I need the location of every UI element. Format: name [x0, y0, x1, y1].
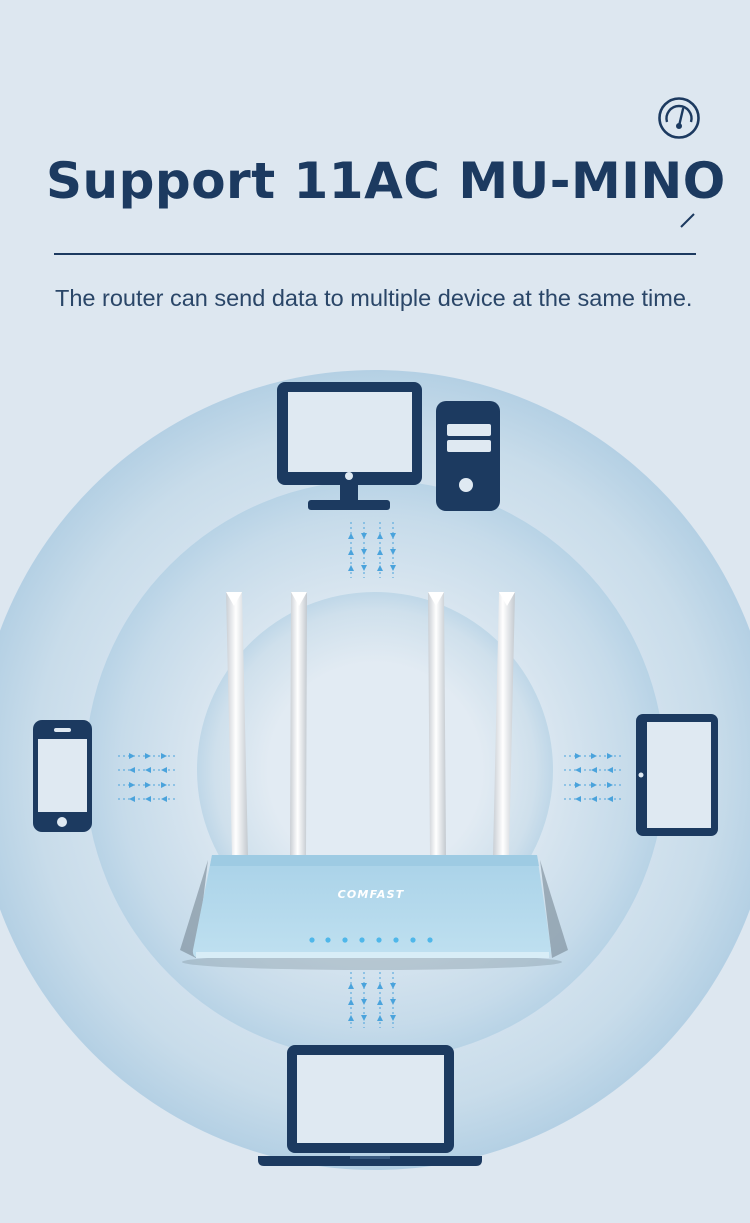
router-antennas — [226, 592, 515, 856]
arrow-mark — [348, 549, 354, 555]
desktop-monitor-icon — [277, 382, 422, 510]
router-brand-logo: COMFAST — [338, 888, 405, 901]
gauge-icon — [658, 97, 700, 139]
arrow-mark — [390, 983, 396, 989]
page-title: Support 11AC MU-MINO — [46, 152, 726, 210]
arrow-mark — [161, 782, 167, 788]
arrow-mark — [161, 753, 167, 759]
arrow-mark — [377, 533, 383, 539]
data-arrows-bottom — [348, 972, 396, 1028]
arrow-mark — [361, 983, 367, 989]
arrow-mark — [348, 983, 354, 989]
arrow-mark — [591, 796, 597, 802]
arrow-mark — [145, 753, 151, 759]
arrow-mark — [390, 1015, 396, 1021]
arrow-mark — [145, 782, 151, 788]
arrow-mark — [591, 767, 597, 773]
data-arrows-right — [564, 753, 622, 802]
arrow-mark — [348, 999, 354, 1005]
data-arrows-top — [348, 522, 396, 578]
accent-slash — [680, 213, 695, 228]
arrow-mark — [361, 1015, 367, 1021]
arrow-mark — [377, 549, 383, 555]
arrow-mark — [361, 999, 367, 1005]
smartphone-icon — [33, 720, 92, 832]
arrow-mark — [607, 796, 613, 802]
arrow-mark — [390, 565, 396, 571]
arrow-mark — [129, 767, 135, 773]
arrow-mark — [129, 753, 135, 759]
arrow-mark — [591, 782, 597, 788]
arrow-mark — [377, 565, 383, 571]
arrow-mark — [377, 1015, 383, 1021]
arrow-mark — [348, 1015, 354, 1021]
arrow-mark — [129, 796, 135, 802]
arrow-mark — [607, 767, 613, 773]
arrow-mark — [607, 753, 613, 759]
arrow-mark — [607, 782, 613, 788]
router: COMFAST — [180, 592, 568, 970]
arrow-mark — [348, 565, 354, 571]
arrow-mark — [361, 565, 367, 571]
laptop-icon — [258, 1045, 482, 1166]
arrow-mark — [161, 767, 167, 773]
data-arrows-left — [118, 753, 176, 802]
arrow-mark — [390, 999, 396, 1005]
arrow-mark — [575, 753, 581, 759]
arrow-mark — [575, 782, 581, 788]
arrow-mark — [575, 767, 581, 773]
arrow-mark — [390, 533, 396, 539]
arrow-mark — [591, 753, 597, 759]
arrow-mark — [575, 796, 581, 802]
tablet-icon — [636, 714, 718, 836]
arrow-mark — [377, 999, 383, 1005]
title-divider — [54, 253, 696, 255]
arrow-mark — [348, 533, 354, 539]
arrow-mark — [145, 767, 151, 773]
arrow-mark — [390, 549, 396, 555]
pc-tower-icon — [436, 401, 500, 511]
arrow-mark — [361, 549, 367, 555]
page-subtitle: The router can send data to multiple dev… — [55, 285, 693, 311]
router-status-leds — [309, 937, 433, 943]
arrow-mark — [145, 796, 151, 802]
arrow-mark — [129, 782, 135, 788]
arrow-mark — [161, 796, 167, 802]
arrow-mark — [361, 533, 367, 539]
arrow-mark — [377, 983, 383, 989]
